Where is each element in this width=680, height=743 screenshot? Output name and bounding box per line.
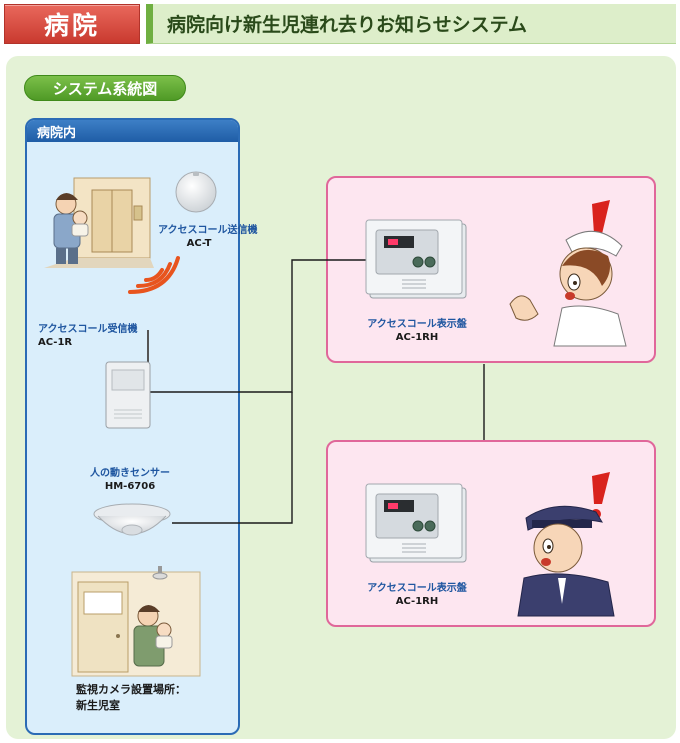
motion-sensor-icon	[93, 503, 171, 536]
display-panel-icon	[365, 219, 467, 299]
display-bottom-model: AC-1RH	[395, 596, 439, 607]
category-tag: 病院	[4, 4, 140, 44]
transmitter-label: アクセスコール送信機 AC-T	[158, 224, 258, 250]
page-title: 病院向け新生児連れ去りお知らせシステム	[167, 14, 528, 36]
guard-icon	[517, 472, 615, 617]
sensor-model: HM-6706	[104, 481, 156, 492]
display-bottom-name: アクセスコール表示盤	[367, 583, 467, 594]
display-bottom-label: アクセスコール表示盤 AC-1RH	[362, 582, 472, 608]
display-top-model: AC-1RH	[395, 332, 439, 343]
camera-location-label: 監視カメラ設置場所： 新生児室	[76, 682, 186, 714]
transmitter-icon	[175, 171, 217, 213]
elevator-scene-icon	[44, 177, 154, 268]
nurse-icon	[509, 200, 627, 347]
receiver-to-display-line	[150, 259, 366, 393]
receiver-name: アクセスコール受信機	[38, 324, 138, 335]
camera-location-line2: 新生児室	[76, 699, 120, 712]
transmitter-name: アクセスコール送信機	[158, 225, 258, 236]
display-top-name: アクセスコール表示盤	[367, 319, 467, 330]
signal-waves-icon	[128, 256, 180, 294]
hospital-box-title: 病院内	[27, 120, 238, 142]
category-tag-label: 病院	[43, 11, 100, 40]
camera-location-line1: 監視カメラ設置場所：	[76, 683, 186, 696]
receiver-model: AC-1R	[38, 337, 73, 348]
section-pill: システム系統図	[24, 75, 186, 101]
display-top-label: アクセスコール表示盤 AC-1RH	[362, 318, 472, 344]
sensor-name: 人の動きセンサー	[90, 468, 170, 479]
sensor-to-line	[172, 392, 293, 524]
nursery-room-icon	[71, 566, 201, 677]
sensor-label: 人の動きセンサー HM-6706	[82, 467, 178, 493]
receiver-icon	[105, 330, 151, 429]
receiver-label: アクセスコール受信機 AC-1R	[38, 323, 138, 349]
display-panel-icon	[365, 483, 467, 563]
page-title-bar: 病院向け新生児連れ去りお知らせシステム	[146, 4, 676, 44]
transmitter-model: AC-T	[186, 238, 212, 249]
section-pill-label: システム系統図	[52, 79, 158, 98]
